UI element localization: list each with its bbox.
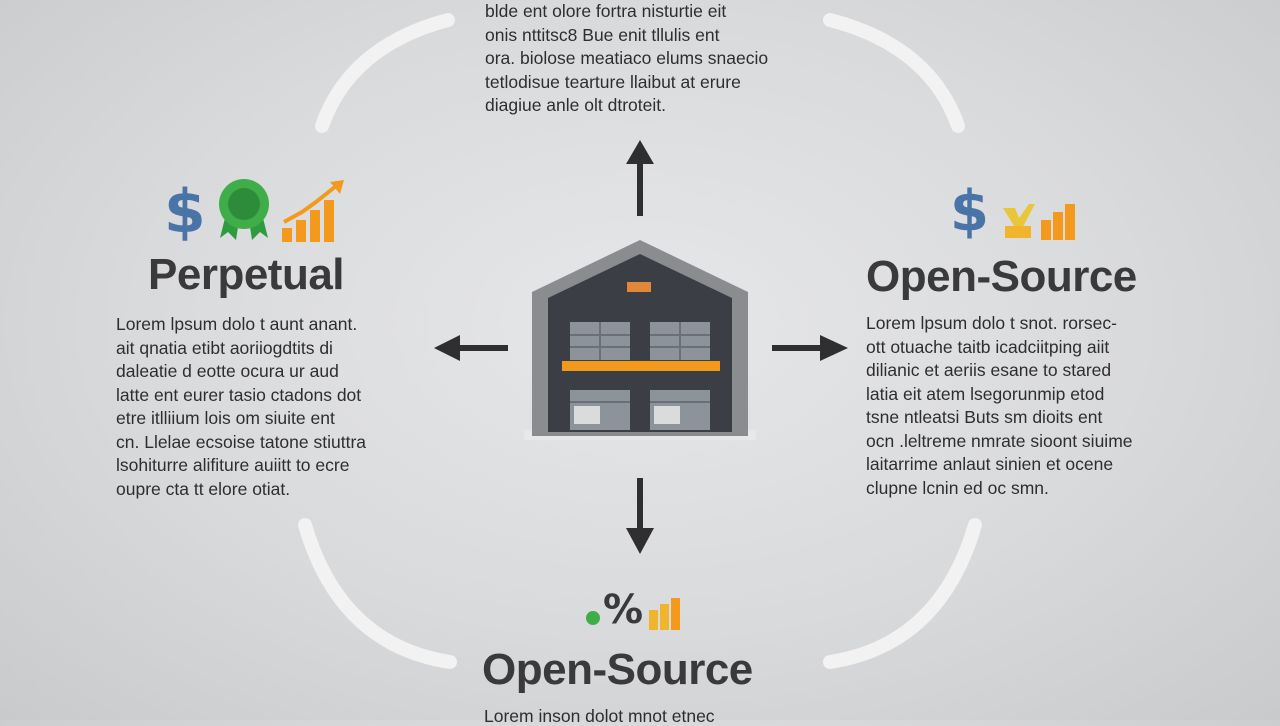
- bottom-node-text: Lorem inson dolot mnot etnec: [484, 706, 715, 726]
- top-node-text: blde ent olore fortra nisturtie eit onis…: [485, 1, 769, 115]
- left-icon-group: $: [164, 170, 346, 242]
- left-node-title: Perpetual: [148, 250, 345, 299]
- right-node-title: Open-Source: [866, 252, 1137, 301]
- right-icon-group: $: [950, 170, 1079, 240]
- bar-chart-icon: [649, 598, 681, 630]
- bottom-icon-group: %: [585, 590, 681, 630]
- ring-arc-top-right: [823, 13, 965, 133]
- dollar-icon: $: [950, 179, 989, 244]
- ring-arc-bottom-left: [298, 518, 457, 669]
- green-dot-icon: [586, 611, 600, 625]
- award-badge-icon: [218, 179, 269, 240]
- check-mark-icon: [1002, 204, 1035, 238]
- bar-chart-icon: [1040, 204, 1075, 240]
- ring-arc-top-left: [315, 13, 455, 133]
- arrow-left: [434, 335, 508, 361]
- bottom-node-title: Open-Source: [482, 645, 753, 694]
- warehouse-icon: [524, 240, 756, 440]
- dollar-icon: $: [164, 177, 206, 247]
- left-node-text: Lorem lpsum dolo t aunt anant. ait qnati…: [116, 314, 367, 499]
- arrow-down: [626, 478, 654, 554]
- right-node-text: Lorem lpsum dolo t snot. rorsec- ott otu…: [866, 313, 1133, 498]
- percent-icon: %: [603, 587, 644, 633]
- ring-arc-bottom-right: [823, 518, 982, 669]
- arrow-right: [772, 335, 848, 361]
- growth-chart-icon: [281, 180, 344, 242]
- arrow-up: [626, 140, 654, 216]
